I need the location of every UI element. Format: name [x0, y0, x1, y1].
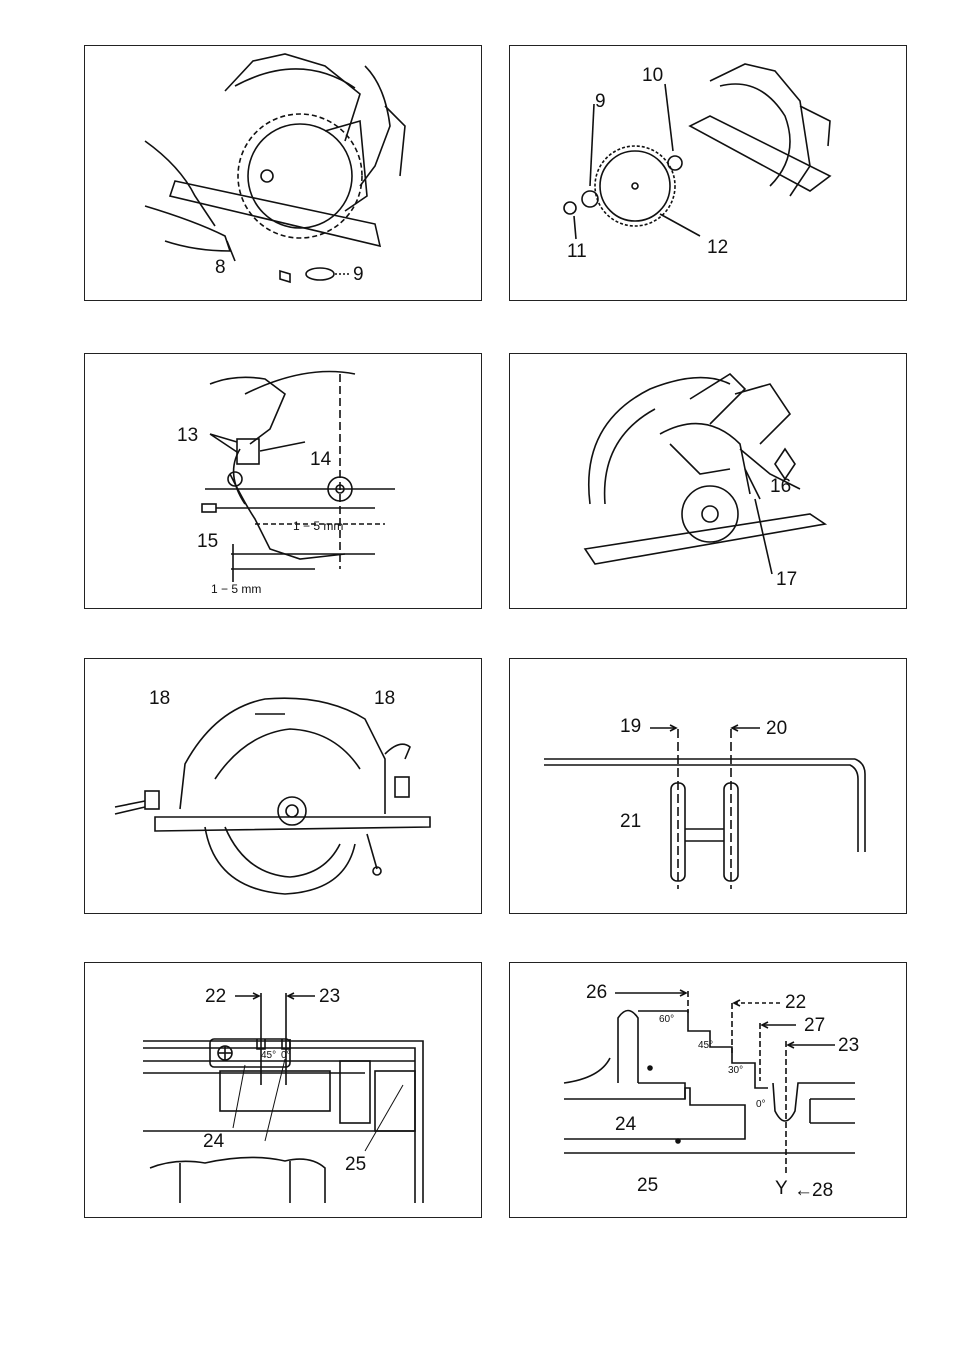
angle-30: 30° [728, 1065, 744, 1076]
callout-14: 14 [310, 449, 332, 470]
figure-base-guide: 22 23 45° 0° 24 25 [84, 962, 482, 1218]
dimension-lower: 1 − 5 mm [211, 582, 262, 596]
figure-blade-assembly: 9 10 11 12 [509, 45, 907, 301]
callout-27: 27 [804, 1015, 826, 1036]
callout-20: 20 [766, 718, 788, 739]
angle-0: 0° [756, 1099, 766, 1110]
callout-22: 22 [205, 986, 227, 1007]
callout-16: 16 [770, 476, 792, 497]
callout-10: 10 [642, 65, 664, 86]
callout-28-arrow: ← [794, 1180, 813, 1201]
figure-blade-parallel: 19 20 21 [509, 658, 907, 914]
callout-25: 25 [637, 1175, 659, 1196]
callout-18-left: 18 [149, 688, 171, 709]
callout-19: 19 [620, 716, 642, 737]
figure-blade-removal: 8 9 [84, 45, 482, 301]
callout-23: 23 [319, 986, 341, 1007]
figure-depth-adjustment: 13 14 15 1 − 5 mm 1 − 5 mm [84, 353, 482, 609]
figure-saw-side-view: 18 18 [84, 658, 482, 914]
dimension-upper: 1 − 5 mm [293, 519, 344, 533]
callout-12: 12 [707, 237, 729, 258]
callout-18-right: 18 [374, 688, 396, 709]
callout-24: 24 [615, 1114, 637, 1135]
figure-base-guide-drawing [143, 992, 424, 1203]
callout-y: Y [775, 1178, 788, 1199]
figure-carbon-brush-drawing [583, 372, 828, 575]
figure-blade-parallel-drawing [544, 724, 866, 889]
mark-45-degree: 45° [261, 1050, 277, 1061]
callout-13: 13 [177, 425, 199, 446]
callout-21: 21 [620, 811, 642, 832]
callout-24: 24 [203, 1131, 225, 1152]
callout-11: 11 [567, 241, 587, 262]
callout-23: 23 [838, 1035, 860, 1056]
callout-15: 15 [197, 531, 219, 552]
figure-saw-side-view-drawing [114, 697, 431, 895]
figure-blade-removal-drawing [144, 53, 406, 284]
callout-25: 25 [345, 1154, 367, 1175]
mark-0-degree: 0° [281, 1050, 291, 1061]
figure-depth-adjustment-drawing [201, 370, 395, 582]
figure-angle-guide-drawing [563, 989, 855, 1173]
callout-9: 9 [595, 91, 606, 112]
figure-blade-assembly-drawing [563, 63, 832, 240]
figure-carbon-brush: 16 17 [509, 353, 907, 609]
callout-26: 26 [586, 982, 608, 1003]
callout-22: 22 [785, 992, 807, 1013]
callout-17: 17 [776, 569, 798, 590]
callout-8: 8 [215, 257, 226, 278]
callout-28: 28 [812, 1180, 834, 1201]
callout-9: 9 [353, 264, 364, 285]
angle-60: 60° [659, 1014, 675, 1025]
figure-angle-guide: 26 22 27 23 60° 45° 30° 0° 24 25 Y ← 28 [509, 962, 907, 1218]
angle-45: 45° [698, 1040, 714, 1051]
